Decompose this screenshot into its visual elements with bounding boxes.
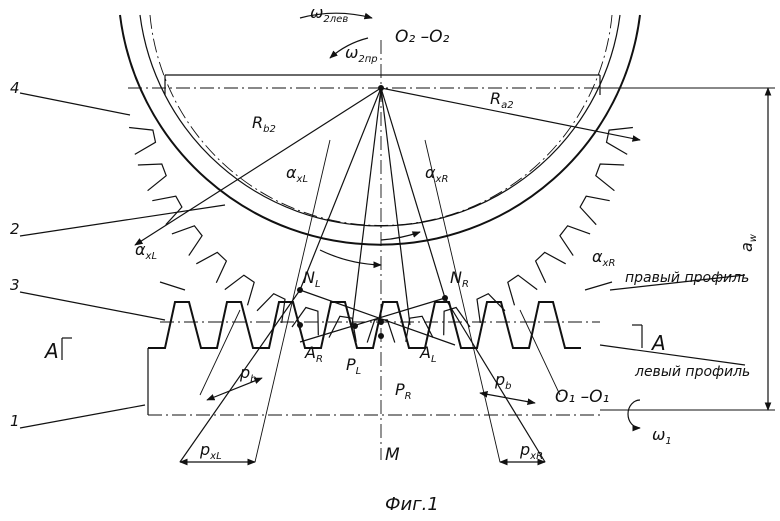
label-omega-1: ω1 (652, 425, 672, 447)
label-p-b-left: pb (239, 363, 257, 385)
label-left-profile: левый профиль (634, 364, 750, 380)
gear-tooth (137, 163, 167, 192)
label-R-b2: Rb2 (252, 113, 276, 135)
leader-lines (19, 92, 746, 429)
gear-rim (119, 14, 641, 246)
figure-caption: Фиг.1 (385, 494, 439, 515)
label-alpha-xL-left: αxL (135, 240, 157, 262)
label-alpha-xL-top: αxL (286, 163, 308, 185)
rotation-arrows (299, 12, 641, 432)
label-omega-2pr: ω2пр (345, 43, 378, 65)
label-M: M (385, 445, 400, 465)
lines-of-action (179, 139, 561, 463)
label-part-4: 4 (10, 79, 20, 97)
gear-body-top (128, 74, 770, 95)
gear-tooth (328, 315, 357, 342)
label-center-upper: O₂ –O₂ (395, 27, 449, 47)
gear-tooth (507, 274, 538, 306)
gear-tooth (171, 225, 203, 256)
contact-points (297, 85, 448, 339)
label-alpha-xR-top: αxR (425, 163, 448, 185)
label-p-xR: pxR (519, 440, 543, 462)
gear-tooth (579, 195, 610, 226)
dimension-lines (179, 87, 775, 466)
label-alpha-xR-right: αxR (592, 247, 615, 269)
gear-tooth (405, 315, 434, 342)
label-A-L: AL (419, 343, 437, 365)
section-markers (61, 324, 643, 360)
angle-arcs (159, 231, 613, 291)
gear-tooth (152, 195, 183, 226)
label-R-a2: Ra2 (490, 89, 514, 111)
gear-tooth (559, 225, 591, 256)
label-part-1: 1 (10, 412, 20, 430)
gear-tooth (291, 306, 319, 336)
label-section-left: A (43, 339, 59, 363)
gear-tooth (605, 126, 633, 155)
label-part-3: 3 (10, 276, 20, 294)
gear-tooth (224, 274, 255, 306)
labels: O₂ –O₂ O₁ –O₁ ω2лев ω2пр ω1 4 2 3 1 Rb2 … (10, 3, 759, 515)
label-p-xL: pxL (199, 440, 222, 462)
gear-tooth (256, 292, 286, 323)
label-omega-2lev: ω2лев (310, 3, 348, 25)
label-N-L: NL (303, 268, 321, 290)
radial-lines (134, 87, 641, 326)
label-A-R: AR (304, 343, 323, 365)
label-section-right: A (650, 331, 666, 355)
label-P-L: PL (346, 355, 361, 377)
gear-tooth (534, 251, 566, 283)
label-p-b-right: pb (494, 370, 512, 392)
gear-tooth (129, 126, 157, 155)
label-right-profile: правый профиль (625, 270, 749, 286)
gear-tooth (595, 163, 625, 192)
gear-tooth (476, 292, 506, 323)
label-N-R: NR (450, 268, 469, 290)
label-a-w: aw (737, 233, 759, 252)
label-part-2: 2 (10, 220, 20, 238)
label-P-R: PR (395, 380, 412, 402)
gear-tooth (196, 251, 228, 283)
label-center-lower: O₁ –O₁ (555, 387, 609, 407)
